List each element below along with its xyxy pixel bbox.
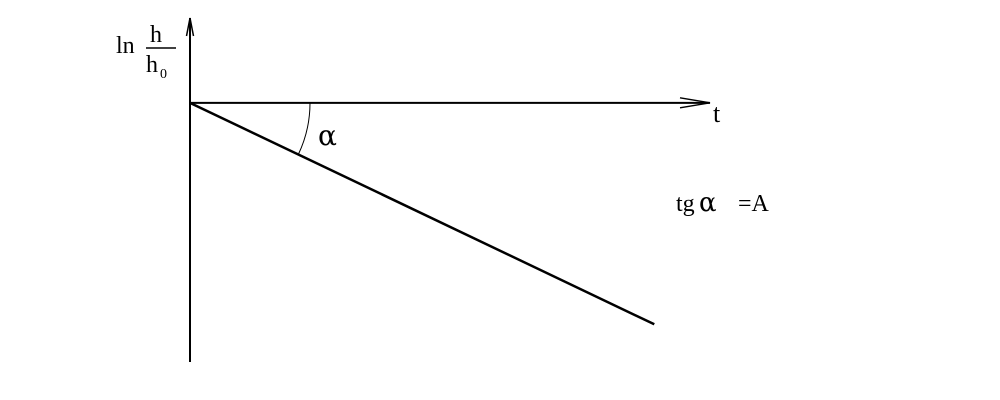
series-line-1: [189, 101, 655, 326]
y-axis-arrowhead: [185, 17, 195, 37]
x-axis-arrowhead: [679, 97, 711, 109]
slope-annotation-suffix: =A: [738, 191, 770, 217]
x-axis-label: t: [713, 99, 721, 128]
slope-annotation-prefix: tg: [676, 191, 695, 217]
angle-label: α: [318, 119, 337, 152]
series-layer: [189, 101, 655, 326]
y-axis-label-prefix: ln: [116, 33, 135, 59]
slope-annotation-symbol: α: [699, 188, 717, 218]
slope-annotation: tg α =A: [676, 188, 770, 218]
y-axis-label-denominator: h: [146, 52, 158, 78]
angle-arc: [297, 102, 311, 155]
y-axis-label: ln h h 0: [116, 22, 176, 82]
y-axis-label-subscript: 0: [160, 67, 167, 82]
y-axis-label-numerator: h: [150, 22, 162, 48]
